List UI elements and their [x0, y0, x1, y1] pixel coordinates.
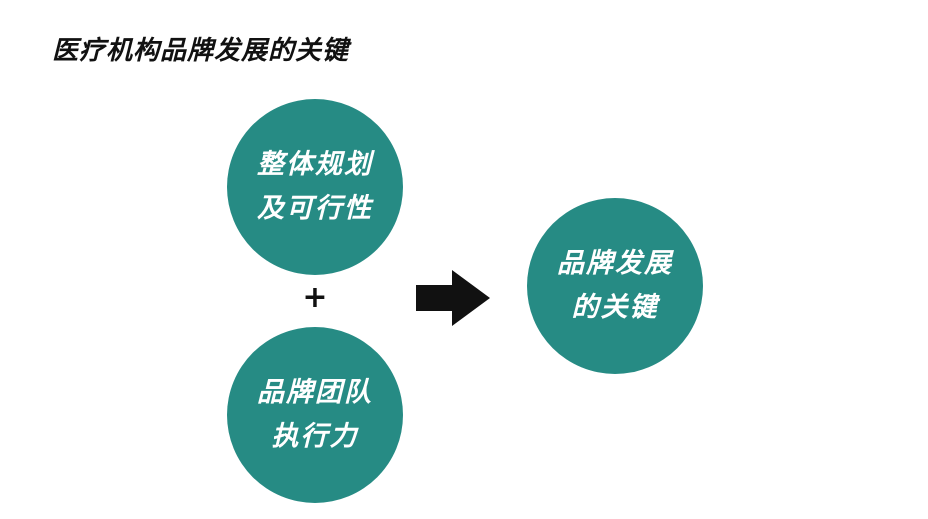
arrow-shape — [416, 270, 490, 326]
circle-label-line2: 的关键 — [571, 292, 659, 323]
right-arrow-icon — [416, 270, 490, 326]
page-title: 医疗机构品牌发展的关键 — [52, 36, 350, 66]
plus-operator: + — [302, 280, 328, 315]
circle-label-line2: 执行力 — [271, 421, 359, 452]
circle-label-line1: 品牌团队 — [257, 377, 373, 408]
circle-label-line1: 品牌发展 — [557, 248, 673, 279]
input-circle-planning: 整体规划 及可行性 — [227, 99, 403, 275]
input-circle-team: 品牌团队 执行力 — [227, 327, 403, 503]
result-circle: 品牌发展 的关键 — [527, 198, 703, 374]
circle-label-line1: 整体规划 — [257, 149, 373, 180]
circle-label-line2: 及可行性 — [257, 193, 373, 224]
